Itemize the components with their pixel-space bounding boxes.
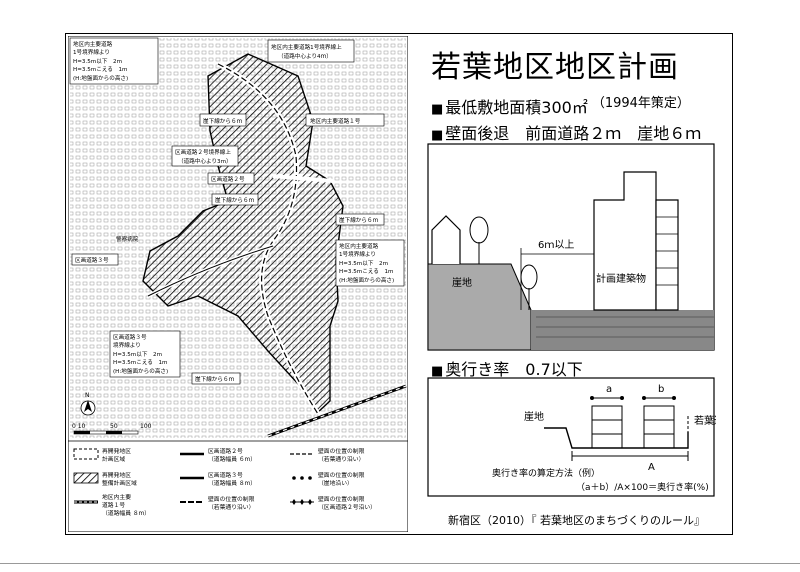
- page-title: 若葉地区地区計画: [431, 50, 679, 85]
- b-label: b: [658, 384, 664, 395]
- svg-text:整備計画区域: 整備計画区域: [102, 479, 137, 487]
- setback-rule: ■壁面後退 前面道路２ｍ 崖地６ｍ: [431, 124, 702, 143]
- svg-text:(H:地盤面からの高さ): (H:地盤面からの高さ): [339, 276, 394, 284]
- svg-text:H=3.5m以下 2m: H=3.5m以下 2m: [339, 260, 388, 267]
- callout-8: 崖下線から６ｍ: [335, 213, 385, 226]
- svg-text:崖下線から６ｍ: 崖下線から６ｍ: [203, 117, 243, 125]
- svg-text:崖下線から６ｍ: 崖下線から６ｍ: [215, 196, 255, 204]
- svg-text:（道路中心より4ｍ）: （道路中心より4ｍ）: [278, 52, 332, 60]
- north-arrow: N: [80, 392, 96, 416]
- building-label: 計画建築物: [596, 272, 646, 285]
- svg-text:N: N: [85, 392, 90, 399]
- height-label: 6ｍ以上: [538, 239, 574, 251]
- bottom-rule: [0, 563, 800, 564]
- svg-text:100: 100: [140, 423, 152, 430]
- svg-text:区画道路３号: 区画道路３号: [208, 471, 243, 479]
- svg-text:区画道路２号境界線上: 区画道路２号境界線上: [175, 148, 231, 156]
- svg-text:区画道路３号: 区画道路３号: [113, 333, 147, 341]
- svg-text:（崖地沿い）: （崖地沿い）: [318, 479, 353, 487]
- formula-label: （a＋b）/A×100＝奥行き率(%): [576, 481, 709, 493]
- svg-text:(H:地盤面からの高さ): (H:地盤面からの高さ): [113, 367, 168, 375]
- svg-text:境界線より: 境界線より: [113, 341, 141, 349]
- callout-5: 区画道路２号境界線上（道路中心より3m）: [171, 145, 239, 167]
- svg-text:地区内主要道路１号: 地区内主要道路１号: [310, 117, 361, 125]
- callout-12: 崖下線から６ｍ: [191, 372, 241, 385]
- cliff-label-2: 崖地: [524, 410, 544, 423]
- svg-text:H=3.5m以下 2m: H=3.5m以下 2m: [73, 58, 122, 65]
- svg-text:0 10: 0 10: [72, 423, 86, 430]
- svg-text:道路１号: 道路１号: [102, 501, 125, 509]
- depth-ratio-rule: ■奥行き率 0.7以下: [431, 360, 583, 379]
- bullet-square: ■: [431, 128, 444, 143]
- svg-text:地区内主要道路: 地区内主要道路: [73, 40, 113, 48]
- min-lot-area: ■最低敷地面積300㎡（1994年策定）: [431, 96, 690, 117]
- svg-text:50: 50: [110, 423, 118, 430]
- svg-text:（区画道路２号沿い）: （区画道路２号沿い）: [318, 503, 376, 511]
- setback-diagram: 6ｍ以上 崖地 計画建築物: [427, 143, 715, 351]
- callout-4: 崖下線から６ｍ: [199, 113, 247, 127]
- cliff-label: 崖地: [452, 276, 472, 289]
- svg-text:壁面の位置の制限: 壁面の位置の制限: [318, 447, 365, 455]
- svg-text:（道路中心より3m）: （道路中心より3m）: [178, 157, 232, 165]
- A-label: A: [648, 462, 655, 473]
- callout-3: 地区内主要道路１号: [305, 113, 385, 127]
- svg-text:地区内主要道路1号境界線上: 地区内主要道路1号境界線上: [271, 43, 342, 51]
- callout-6: 区画道路２号: [207, 172, 255, 185]
- svg-text:崖下線から６ｍ: 崖下線から６ｍ: [339, 216, 379, 224]
- svg-text:区画道路３号: 区画道路３号: [75, 256, 109, 264]
- svg-text:H=3.5mこえる 1m: H=3.5mこえる 1m: [113, 359, 167, 366]
- svg-text:（道路幅員 ６m）: （道路幅員 ６m）: [208, 455, 256, 463]
- street-label: 若葉通り: [694, 414, 716, 427]
- svg-text:計画区域: 計画区域: [102, 455, 125, 463]
- svg-text:1号境界線より: 1号境界線より: [339, 250, 376, 258]
- svg-text:H=3.5m以下 2m: H=3.5m以下 2m: [113, 351, 162, 358]
- source-citation: 新宿区（2010）『 若葉地区のまちづくりのルール』: [448, 514, 705, 527]
- callout-10: 区画道路３号: [71, 253, 119, 266]
- svg-text:壁面の位置の制限: 壁面の位置の制限: [318, 471, 365, 479]
- svg-text:壁面の位置の制限: 壁面の位置の制限: [318, 495, 365, 503]
- svg-text:（道路幅員 ８m）: （道路幅員 ８m）: [102, 509, 150, 517]
- svg-text:H=3.5mこえる 1m: H=3.5mこえる 1m: [339, 268, 393, 275]
- svg-text:（道路幅員 ８m）: （道路幅員 ８m）: [208, 479, 256, 487]
- svg-text:区画道路２号: 区画道路２号: [208, 447, 243, 455]
- min-lot-note: （1994年策定）: [591, 96, 690, 111]
- svg-text:地区内主要: 地区内主要: [102, 493, 131, 501]
- callout-2: 地区内主要道路1号境界線上（道路中心より4ｍ）: [267, 39, 355, 63]
- svg-text:1号境界線より: 1号境界線より: [73, 48, 110, 56]
- depth-ratio-diagram: a b 崖地 若葉通り A 奥行き率の算定方法（例） （a＋b）/A×100＝奥…: [427, 377, 716, 497]
- callout-7: 崖下線から６ｍ: [211, 193, 259, 206]
- svg-text:地区内主要道路: 地区内主要道路: [339, 242, 379, 250]
- bullet-square: ■: [431, 364, 444, 379]
- method-label: 奥行き率の算定方法（例）: [492, 467, 600, 479]
- callout-13: 警察病院: [116, 235, 139, 243]
- svg-text:（若葉通り沿い）: （若葉通り沿い）: [208, 503, 254, 511]
- svg-text:H=3.5mこえる 1m: H=3.5mこえる 1m: [73, 66, 127, 73]
- a-label: a: [606, 384, 612, 395]
- svg-text:再開発地区: 再開発地区: [102, 471, 131, 479]
- svg-text:(H:地盤面からの高さ): (H:地盤面からの高さ): [73, 74, 128, 82]
- svg-text:区画道路２号: 区画道路２号: [211, 175, 245, 183]
- scale-bar: 0 10 50 100: [72, 423, 152, 435]
- svg-text:再開発地区: 再開発地区: [102, 447, 131, 455]
- svg-text:壁面の位置の制限: 壁面の位置の制限: [208, 495, 255, 503]
- svg-text:（若葉通り沿い）: （若葉通り沿い）: [318, 455, 364, 463]
- svg-text:崖下線から６ｍ: 崖下線から６ｍ: [195, 375, 235, 383]
- bullet-square: ■: [431, 102, 444, 117]
